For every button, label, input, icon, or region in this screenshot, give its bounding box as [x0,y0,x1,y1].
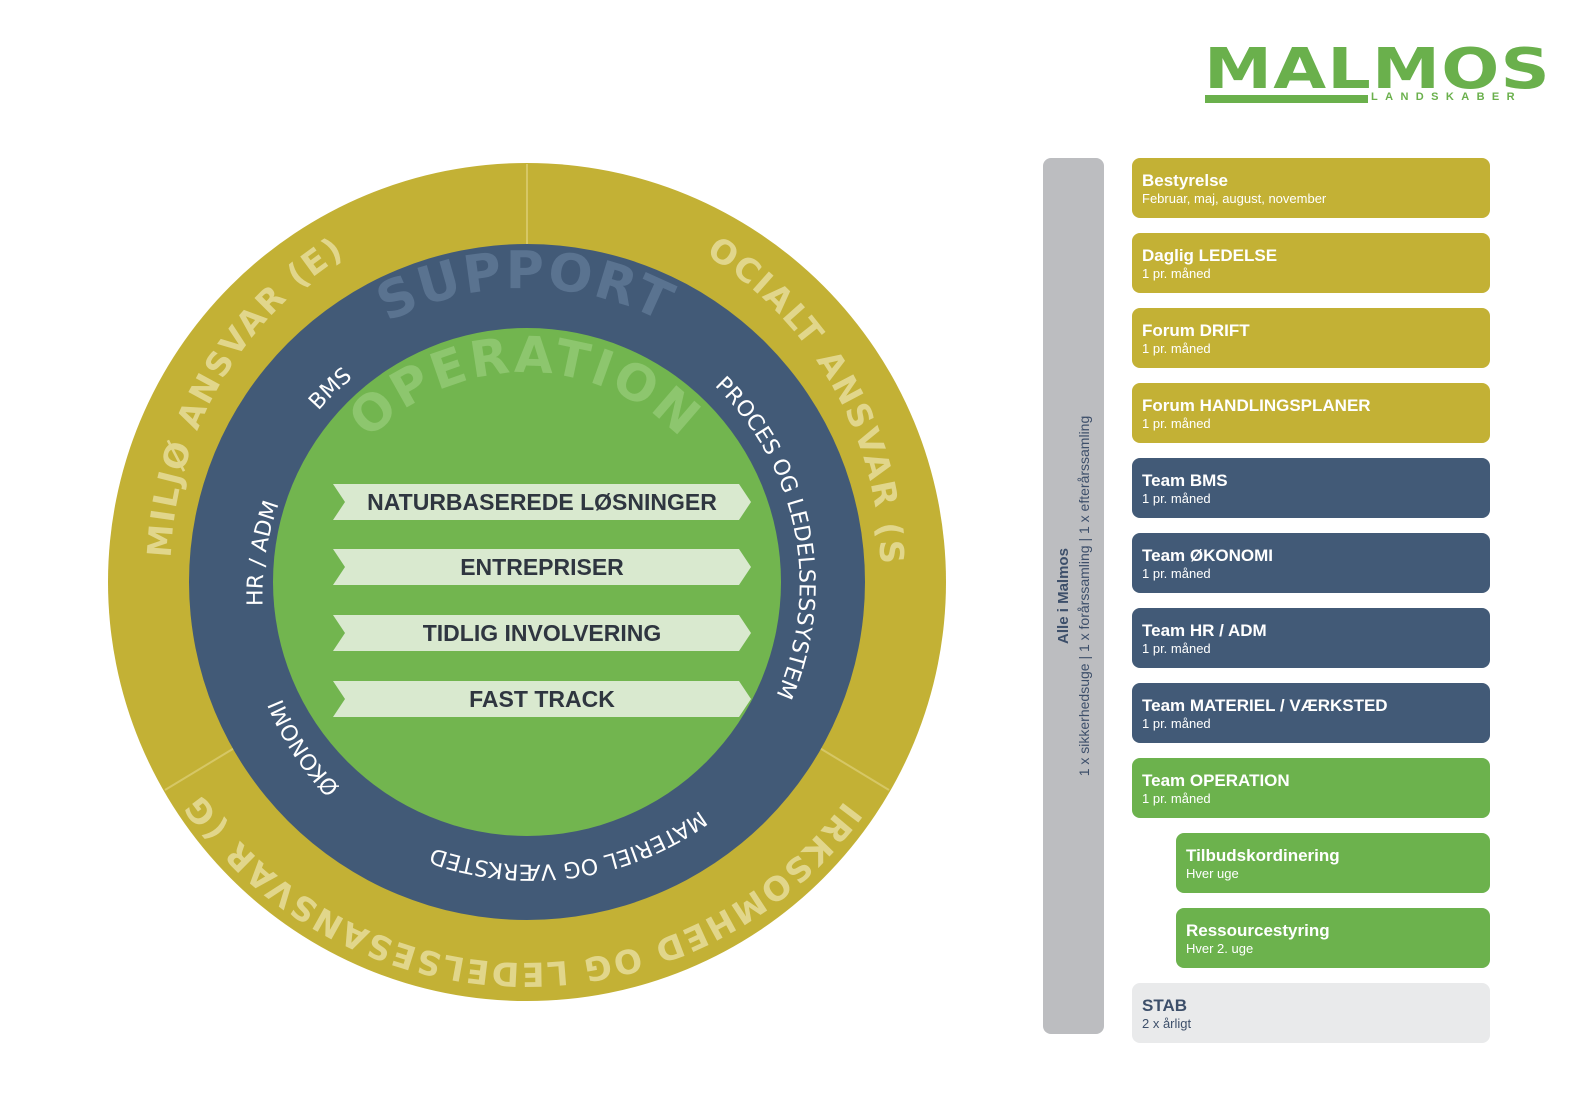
all-employees-title: Alle i Malmos [1054,548,1072,644]
meeting-box-team-materiel: Team MATERIEL / VÆRKSTED 1 pr. måned [1132,683,1490,743]
all-employees-bar: Alle i Malmos 1 x sikkerhedsuge | 1 x fo… [1043,158,1104,1034]
malmos-logo: MALMOS LANDSKABER [1204,42,1550,106]
meeting-frequency: Hver uge [1186,866,1239,881]
meeting-frequency: 1 pr. måned [1142,416,1211,431]
meeting-frequency: Februar, maj, august, november [1142,191,1327,206]
service-arrow: ENTREPRISER [333,549,751,585]
meeting-box-team-hr-adm: Team HR / ADM 1 pr. måned [1132,608,1490,668]
service-label: NATURBASEREDE LØSNINGER [367,489,717,515]
meeting-box-forum-drift: Forum DRIFT 1 pr. måned [1132,308,1490,368]
meeting-box-tilbudskordinering: Tilbudskordinering Hver uge [1176,833,1490,893]
meeting-box-stab: STAB 2 x årligt [1132,983,1490,1043]
meeting-title: Daglig LEDELSE [1142,246,1278,265]
meeting-title: Forum HANDLINGSPLANER [1142,396,1371,415]
meeting-frequency: 2 x årligt [1142,1016,1192,1031]
meeting-title: Tilbudskordinering [1186,846,1340,865]
all-employees-text: Alle i Malmos 1 x sikkerhedsuge | 1 x fo… [1053,166,1095,1026]
meeting-box-bestyrelse: Bestyrelse Februar, maj, august, novembe… [1132,158,1490,218]
meeting-frequency: 1 pr. måned [1142,266,1211,281]
meeting-frequency: 1 pr. måned [1142,341,1211,356]
meeting-frequency: 1 pr. måned [1142,491,1211,506]
service-label: ENTREPRISER [460,554,624,580]
meeting-title: Bestyrelse [1142,171,1229,190]
service-label: TIDLIG INVOLVERING [423,620,662,646]
meeting-title: Ressourcestyring [1186,921,1330,940]
logo-wordmark: MALMOS [1204,37,1551,102]
meeting-box-daglig-ledelse: Daglig LEDELSE 1 pr. måned [1132,233,1490,293]
ring-divider [164,746,237,791]
ring-divider [817,746,890,791]
meeting-box-team-okonomi: Team ØKONOMI 1 pr. måned [1132,533,1490,593]
all-employees-events: 1 x sikkerhedsuge | 1 x forårssamling | … [1075,415,1092,777]
meeting-box-forum-handlingsplaner: Forum HANDLINGSPLANER 1 pr. måned [1132,383,1490,443]
meeting-box-team-operation: Team OPERATION 1 pr. måned [1132,758,1490,818]
meeting-title: Team OPERATION [1142,771,1290,790]
meeting-frequency: 1 pr. måned [1142,716,1211,731]
meeting-box-ressourcestyring: Ressourcestyring Hver 2. uge [1176,908,1490,968]
meeting-frequency: 1 pr. måned [1142,566,1211,581]
service-label: FAST TRACK [469,686,615,712]
meeting-title: STAB [1142,996,1188,1015]
service-arrow: TIDLIG INVOLVERING [333,615,751,651]
esg-wheel-diagram: MILJØ ANSVAR (E) SOCIALT ANSVAR (S) VIRK… [0,0,946,1001]
service-arrow: FAST TRACK [333,681,751,717]
meeting-title: Team HR / ADM [1142,621,1267,640]
meeting-frequency: 1 pr. måned [1142,791,1211,806]
meeting-title: Team MATERIEL / VÆRKSTED [1142,696,1388,715]
service-arrow: NATURBASEREDE LØSNINGER [333,484,751,520]
meeting-title: Team BMS [1142,471,1228,490]
logo-tagline: LANDSKABER [1371,91,1522,103]
meeting-title: Team ØKONOMI [1142,546,1273,565]
meeting-title: Forum DRIFT [1142,321,1250,340]
meeting-frequency: 1 pr. måned [1142,641,1211,656]
meeting-box-team-bms: Team BMS 1 pr. måned [1132,458,1490,518]
meeting-frequency: Hver 2. uge [1186,941,1254,956]
logo-underline [1205,95,1368,103]
